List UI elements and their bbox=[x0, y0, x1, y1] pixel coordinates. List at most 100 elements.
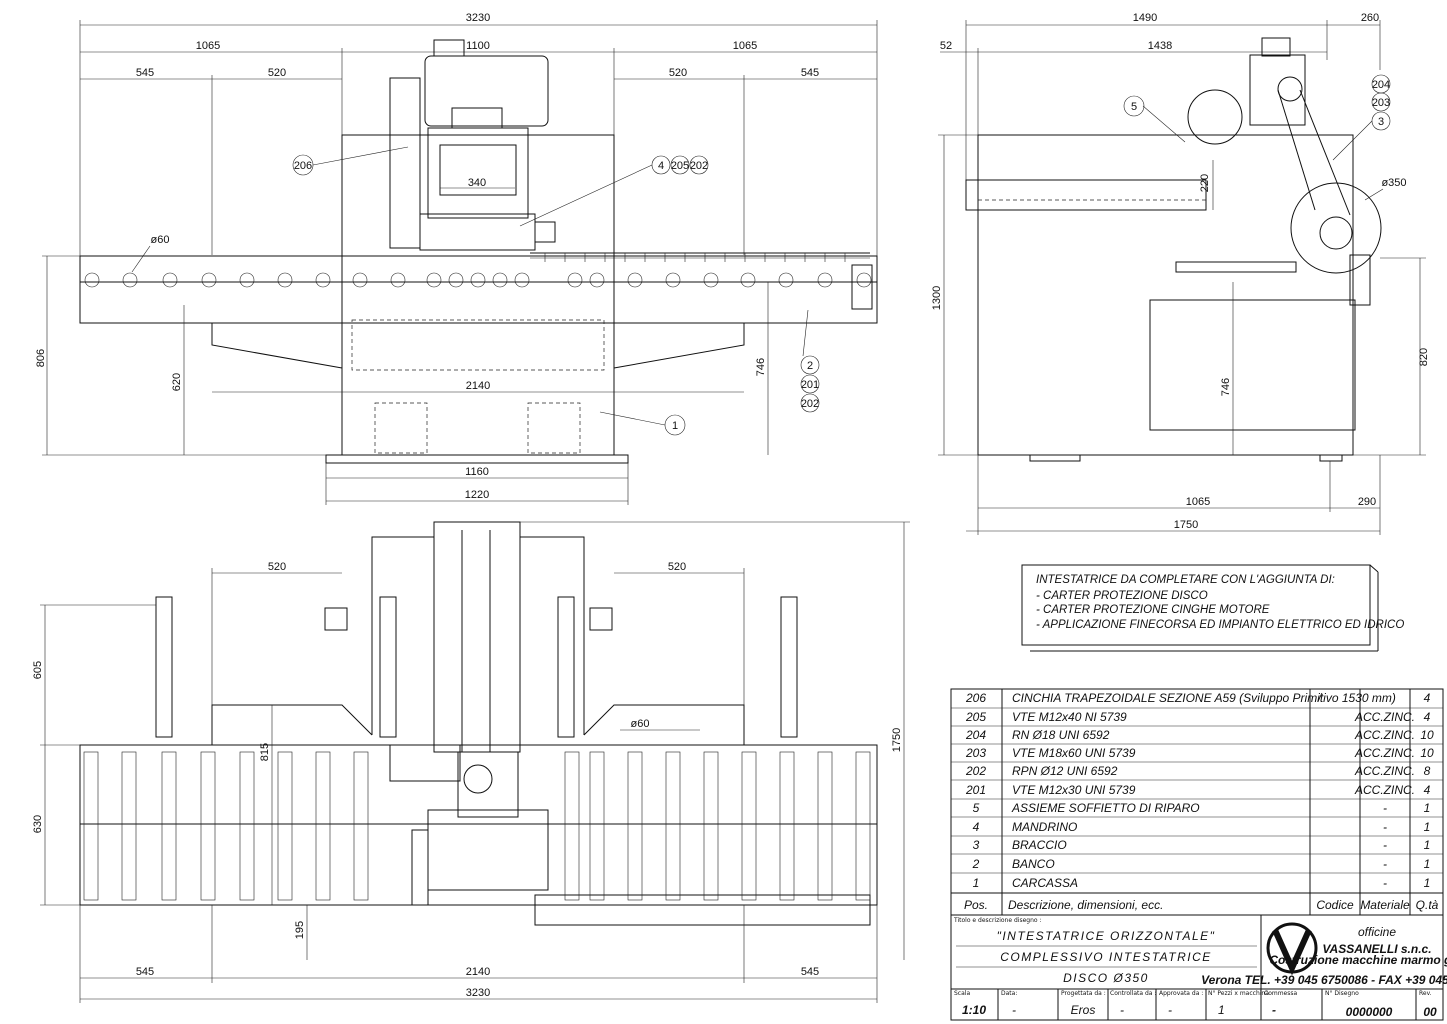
dim-1065-side: 1065 bbox=[1186, 496, 1210, 508]
scala-value: 1:10 bbox=[962, 1003, 986, 1017]
dim-52: 52 bbox=[940, 40, 952, 52]
company-logo bbox=[1266, 922, 1318, 976]
top-rollers bbox=[83, 751, 871, 901]
part-qty: 10 bbox=[1420, 746, 1434, 760]
part-qty: 1 bbox=[1424, 838, 1431, 852]
dim-1065-left: 1065 bbox=[196, 40, 220, 52]
part-material: ACC.ZINC. bbox=[1354, 764, 1415, 778]
dim-1490: 1490 bbox=[1133, 12, 1157, 24]
part-qty: 1 bbox=[1424, 820, 1431, 834]
dim-3230-top: 3230 bbox=[466, 987, 490, 999]
part-desc: BRACCIO bbox=[1012, 838, 1067, 852]
dim-746-front: 746 bbox=[755, 358, 767, 376]
header-pos: Pos. bbox=[964, 898, 988, 912]
note-title: INTESTATRICE DA COMPLETARE CON L'AGGIUNT… bbox=[1036, 574, 1335, 586]
dim-520-right: 520 bbox=[669, 67, 687, 79]
pezzi-value: 1 bbox=[1218, 1003, 1225, 1017]
dim-2140-top: 2140 bbox=[466, 966, 490, 978]
part-desc: ASSIEME SOFFIETTO DI RIPARO bbox=[1011, 801, 1200, 815]
dim-545-right: 545 bbox=[801, 67, 819, 79]
header-qty: Q.tà bbox=[1416, 898, 1439, 912]
title-label: Titolo e descrizione disegno : bbox=[953, 917, 1041, 924]
dim-3230: 3230 bbox=[466, 12, 490, 24]
parts-rows: 206 CINCHIA TRAPEZOIDALE SEZIONE A59 (Sv… bbox=[965, 691, 1434, 890]
balloon-204: 204 bbox=[1372, 79, 1390, 91]
part-desc: CINCHIA TRAPEZOIDALE SEZIONE A59 (Svilup… bbox=[1012, 691, 1396, 705]
part-qty: 1 bbox=[1424, 857, 1431, 871]
balloon-5: 5 bbox=[1131, 101, 1137, 113]
dim-1220: 1220 bbox=[465, 489, 489, 501]
part-desc: RPN Ø12 UNI 6592 bbox=[1012, 764, 1118, 778]
data-value: - bbox=[1012, 1003, 1016, 1017]
part-desc: VTE M18x60 UNI 5739 bbox=[1012, 746, 1136, 760]
title-line-2: COMPLESSIVO INTESTATRICE bbox=[1000, 950, 1212, 964]
dim-820: 820 bbox=[1418, 348, 1430, 366]
part-desc: BANCO bbox=[1012, 857, 1055, 871]
part-pos: 203 bbox=[965, 746, 986, 760]
dim-1750-side: 1750 bbox=[1174, 519, 1198, 531]
part-pos: 202 bbox=[965, 764, 986, 778]
dim-806: 806 bbox=[35, 349, 47, 367]
commessa-label: Commessa bbox=[1264, 990, 1297, 997]
part-qty: 4 bbox=[1424, 783, 1431, 797]
dim-815: 815 bbox=[259, 743, 271, 761]
part-material: - bbox=[1383, 820, 1387, 834]
part-pos: 205 bbox=[965, 710, 986, 724]
part-code: / bbox=[1317, 691, 1323, 705]
balloon-203: 203 bbox=[1372, 97, 1390, 109]
dim-220: 220 bbox=[1199, 174, 1211, 192]
approvata-label: Approvata da : bbox=[1159, 990, 1203, 997]
part-pos: 206 bbox=[965, 691, 986, 705]
dim-phi60-front: ø60 bbox=[151, 234, 170, 246]
controllata-label: Controllata da : bbox=[1110, 990, 1156, 997]
approvata-value: - bbox=[1168, 1003, 1172, 1017]
front-view: 3230 1065 1100 1065 545 520 520 545 bbox=[35, 12, 878, 505]
dim-2140-front: 2140 bbox=[466, 380, 490, 392]
dim-340: 340 bbox=[468, 177, 486, 189]
header-code: Codice bbox=[1316, 898, 1354, 912]
part-material: - bbox=[1383, 801, 1387, 815]
rev-value: 00 bbox=[1423, 1005, 1437, 1019]
top-view: 520 520 bbox=[32, 521, 910, 1003]
part-material: ACC.ZINC. bbox=[1354, 783, 1415, 797]
dim-520-top-right: 520 bbox=[668, 561, 686, 573]
progettata-value: Eros bbox=[1071, 1003, 1096, 1017]
dim-1438: 1438 bbox=[1148, 40, 1172, 52]
balloon-202b: 202 bbox=[801, 398, 819, 410]
part-material: - bbox=[1383, 876, 1387, 890]
note-box: INTESTATRICE DA COMPLETARE CON L'AGGIUNT… bbox=[1021, 564, 1404, 652]
dim-phi350: ø350 bbox=[1381, 177, 1406, 189]
part-desc: CARCASSA bbox=[1012, 876, 1078, 890]
dim-1300: 1300 bbox=[931, 286, 943, 310]
note-item-3: - APPLICAZIONE FINECORSA ED IMPIANTO ELE… bbox=[1036, 619, 1404, 631]
disegno-value: 0000000 bbox=[1346, 1005, 1393, 1019]
part-desc: RN Ø18 UNI 6592 bbox=[1012, 728, 1110, 742]
balloon-201: 201 bbox=[801, 379, 819, 391]
part-qty: 4 bbox=[1424, 710, 1431, 724]
part-material: ACC.ZINC. bbox=[1354, 746, 1415, 760]
title-line-3: DISCO Ø350 bbox=[1063, 971, 1149, 985]
roller-row bbox=[84, 272, 872, 288]
scala-label: Scala bbox=[954, 990, 970, 997]
balloon-2: 2 bbox=[807, 360, 813, 372]
part-pos: 201 bbox=[965, 783, 986, 797]
dim-1160: 1160 bbox=[465, 466, 489, 478]
dim-746-side: 746 bbox=[1220, 378, 1232, 396]
side-view: 1490 260 52 1438 220 ø350 1300 746 bbox=[931, 12, 1430, 535]
balloon-3: 3 bbox=[1378, 116, 1384, 128]
note-item-1: - CARTER PROTEZIONE DISCO bbox=[1036, 590, 1208, 602]
dim-1100: 1100 bbox=[466, 40, 490, 52]
dim-phi60-top: ø60 bbox=[631, 718, 650, 730]
part-qty: 10 bbox=[1420, 728, 1434, 742]
part-pos: 204 bbox=[965, 728, 986, 742]
title-block: Titolo e descrizione disegno : "INTESTAT… bbox=[950, 914, 1447, 1021]
dim-260: 260 bbox=[1361, 12, 1379, 24]
dim-605: 605 bbox=[32, 661, 44, 679]
dim-1065-right: 1065 bbox=[733, 40, 757, 52]
part-pos: 3 bbox=[973, 838, 980, 852]
part-desc: VTE M12x40 NI 5739 bbox=[1012, 710, 1127, 724]
commessa-value: - bbox=[1272, 1003, 1276, 1017]
part-material: - bbox=[1383, 857, 1387, 871]
title-line-1: "INTESTATRICE ORIZZONTALE" bbox=[997, 929, 1216, 943]
